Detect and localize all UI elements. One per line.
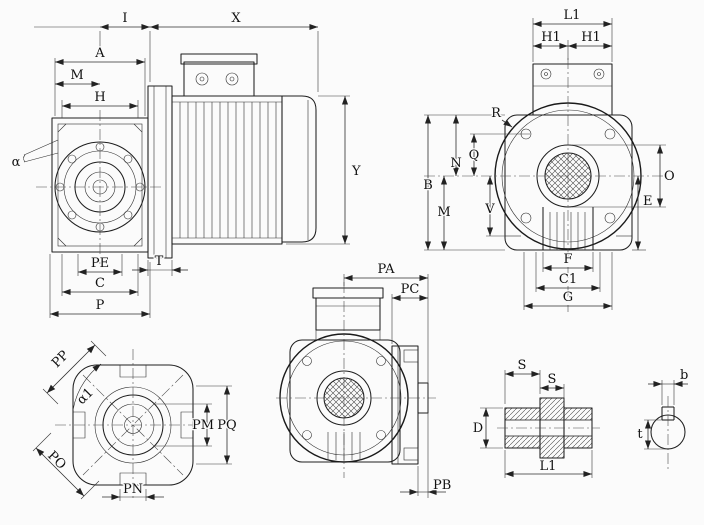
- flange-view: PA PC PB: [276, 261, 453, 498]
- keyway-dimensions: b t: [636, 367, 690, 450]
- dim-label-s-left: S: [518, 358, 527, 373]
- bushing-dimensions: S S D L1: [472, 357, 593, 478]
- dim-label-pp: PP: [49, 348, 72, 371]
- dim-label-pn: PN: [123, 482, 143, 497]
- terminal-box: [180, 53, 258, 97]
- dim-label-v: V: [484, 202, 495, 217]
- output-flange-plate: [391, 345, 419, 465]
- dim-label-r: R: [491, 106, 502, 121]
- dim-label-a: A: [94, 46, 105, 61]
- dim-label-q: Q: [469, 148, 480, 163]
- dim-label-pq: PQ: [217, 418, 236, 433]
- terminal-box-2: [315, 297, 381, 331]
- dim-label-alpha1: α1: [74, 385, 97, 408]
- dim-label-pa: PA: [378, 262, 396, 277]
- dim-label-d: D: [473, 421, 483, 436]
- flange-view-dimensions: PA PC PB: [343, 261, 453, 498]
- dim-label-alpha: α: [12, 155, 21, 170]
- dim-label-o: O: [664, 169, 675, 184]
- dim-label-pe: PE: [91, 256, 109, 271]
- motor-flange: [147, 85, 173, 259]
- dim-label-m: M: [70, 68, 83, 83]
- top-view-housing: [55, 349, 211, 501]
- front-view: L1 H1 H1 R B N Q M V O E F C1 G: [422, 7, 676, 312]
- cooling-fins: [172, 101, 282, 239]
- dim-label-p: P: [96, 298, 105, 313]
- dim-label-pc: PC: [401, 282, 420, 297]
- gearbox-housing: [23, 110, 164, 264]
- front-housing: [424, 58, 666, 312]
- dim-label-l1-bushing: L1: [540, 459, 557, 474]
- dim-label-pb: PB: [433, 478, 451, 493]
- alpha-angle-callout: [23, 139, 59, 163]
- motor-body: [171, 95, 283, 245]
- dim-label-s-right: S: [548, 372, 557, 387]
- shaft-section: [650, 396, 686, 470]
- dim-label-m2: M: [437, 205, 450, 220]
- front-view-dimensions: L1 H1 H1 R B N Q M V O E F C1 G: [422, 7, 676, 310]
- dim-label-g: G: [563, 290, 573, 305]
- housing-body: [504, 114, 633, 251]
- dim-label-l1: L1: [564, 8, 581, 23]
- dim-label-po: PO: [44, 448, 68, 472]
- bushing-body: [497, 397, 600, 459]
- dim-label-key-t: t: [637, 427, 643, 442]
- dim-label-x: X: [231, 11, 241, 26]
- dim-label-h1-left: H1: [541, 30, 561, 45]
- dim-label-e: E: [643, 194, 653, 209]
- dim-label-i: I: [122, 11, 127, 26]
- side-view: I X A M H α Y T PE C P: [10, 10, 362, 318]
- dim-label-pm: PM: [192, 418, 214, 433]
- dim-label-h: H: [94, 90, 105, 105]
- fan-cover: [281, 95, 317, 244]
- dim-label-h1-right: H1: [581, 30, 601, 45]
- dim-label-f: F: [563, 252, 572, 267]
- keyway-view: b t: [636, 367, 690, 470]
- dim-label-c: C: [95, 276, 105, 291]
- dim-label-y: Y: [351, 164, 361, 179]
- flange-view-housing: [276, 282, 436, 478]
- dim-label-t: T: [155, 254, 164, 269]
- dim-label-b: B: [423, 178, 433, 193]
- dim-label-key-b: b: [680, 368, 688, 383]
- cooling-ribs: [542, 207, 594, 250]
- bushing-view: S S D L1: [472, 357, 600, 478]
- dim-label-c1: C1: [559, 272, 577, 287]
- motor: [147, 53, 317, 259]
- side-view-dimensions: I X A M H α Y T PE C P: [10, 10, 362, 318]
- top-view: PP α1 PO PM PQ PN: [32, 340, 238, 501]
- dim-label-n: N: [450, 156, 461, 171]
